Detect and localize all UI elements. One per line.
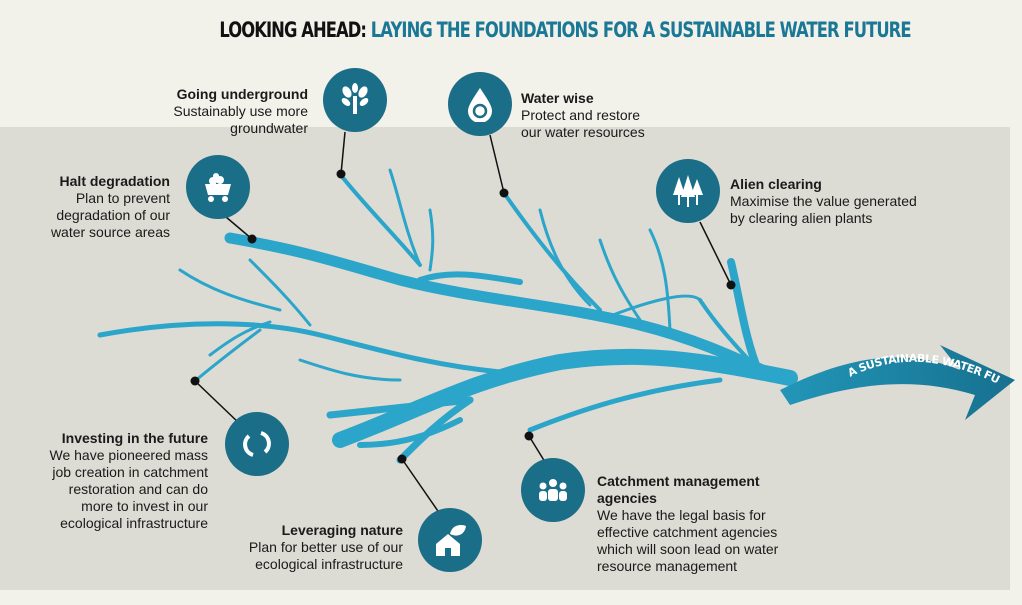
trees-icon	[656, 159, 720, 223]
item-catchment-agencies: Catchment management agencies We have th…	[597, 473, 779, 574]
connector-dots	[190, 169, 736, 464]
mine-cart-icon	[186, 155, 250, 219]
page-title: LOOKING AHEAD: LAYING THE FOUNDATIONS FO…	[219, 18, 911, 42]
water-drop-recycle-icon	[448, 72, 512, 136]
cycle-arrows-icon	[225, 412, 289, 476]
tree-icon	[323, 68, 387, 132]
item-alien-clearing: Alien clearing Maximise the value genera…	[730, 176, 917, 226]
item-halt-degradation: Halt degradation Plan to prevent degrada…	[50, 173, 170, 240]
item-water-wise: Water wise Protect and restore our water…	[521, 90, 645, 140]
house-leaf-icon	[418, 508, 482, 572]
item-going-underground: Going underground Sustainably use more g…	[173, 86, 308, 136]
item-investing-future: Investing in the future We have pioneere…	[49, 430, 209, 531]
background-panel	[0, 127, 1010, 590]
river-branches	[97, 168, 798, 464]
connector-lines	[194, 131, 732, 515]
people-group-icon	[521, 458, 585, 522]
item-leveraging-nature: Leveraging nature Plan for better use of…	[248, 522, 403, 572]
